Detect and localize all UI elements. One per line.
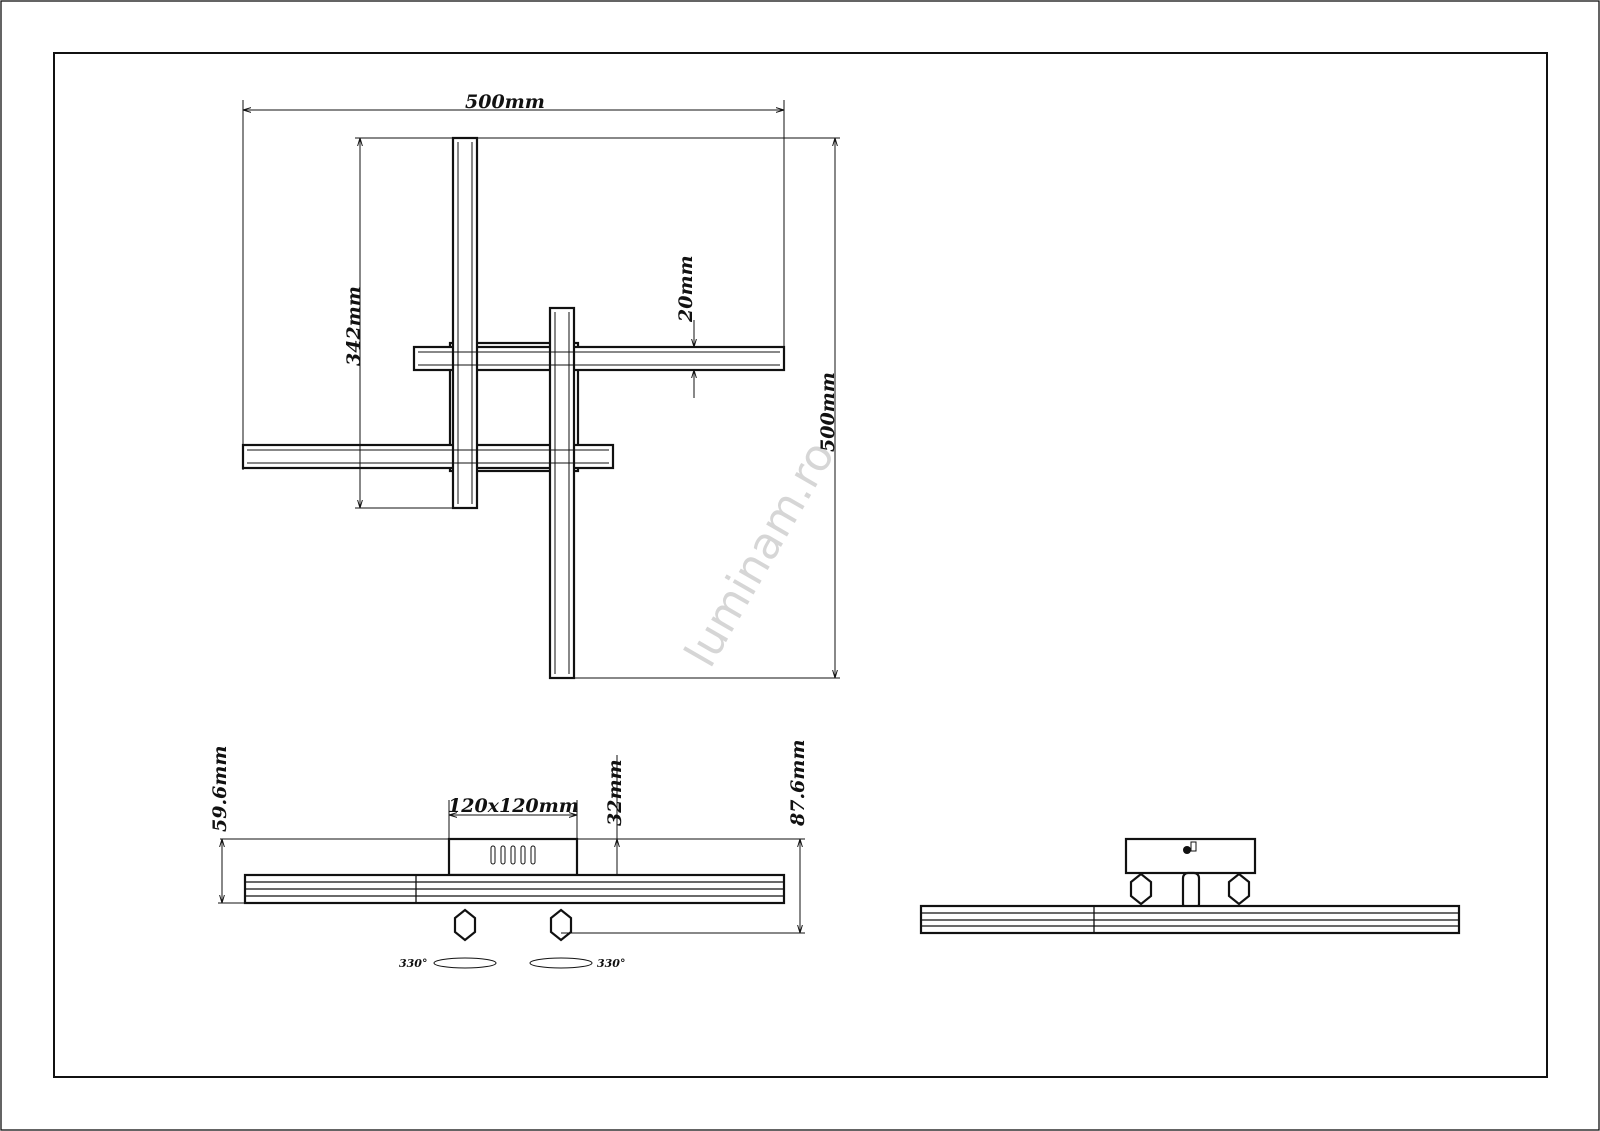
inner-height-dimension: 342mm [343,286,365,366]
total-height-dimension: 87.6mm [787,740,809,827]
side-view: 59.6mm 87.6mm 32mm 120x120mm 330° 330° [209,740,809,970]
vent-slots [490,845,536,865]
rotation-left-label: 330° [399,957,427,970]
rotation-right-label: 330° [597,957,625,970]
watermark: luminam.ro [675,433,845,676]
arm-vertical-right [548,306,576,680]
spotlight-front-left [1129,872,1153,906]
spotlight-left [453,908,477,942]
mount-stem [1181,871,1201,911]
bar-width-dimension: 20mm [675,255,697,323]
rotation-arrow-right [529,957,593,969]
height-dimension-side: 59.6mm [209,746,231,832]
height-dimension: 500mm [817,372,839,452]
spotlight-right [549,908,573,942]
arm-vertical-left [451,136,479,510]
base-height-dimension: 32mm [604,759,626,826]
front-view [919,837,1461,935]
rotation-arrow-left [433,957,497,969]
canopy-box [447,837,579,877]
top-view: 500mm 342mm 500mm 20mm [241,91,840,680]
base-size-dimension: 120x120mm [448,795,579,817]
spotlight-front-right [1227,872,1251,906]
arm-horizontal-upper [412,345,786,372]
width-dimension: 500mm [465,91,545,113]
drawing-frame [53,52,1548,1078]
